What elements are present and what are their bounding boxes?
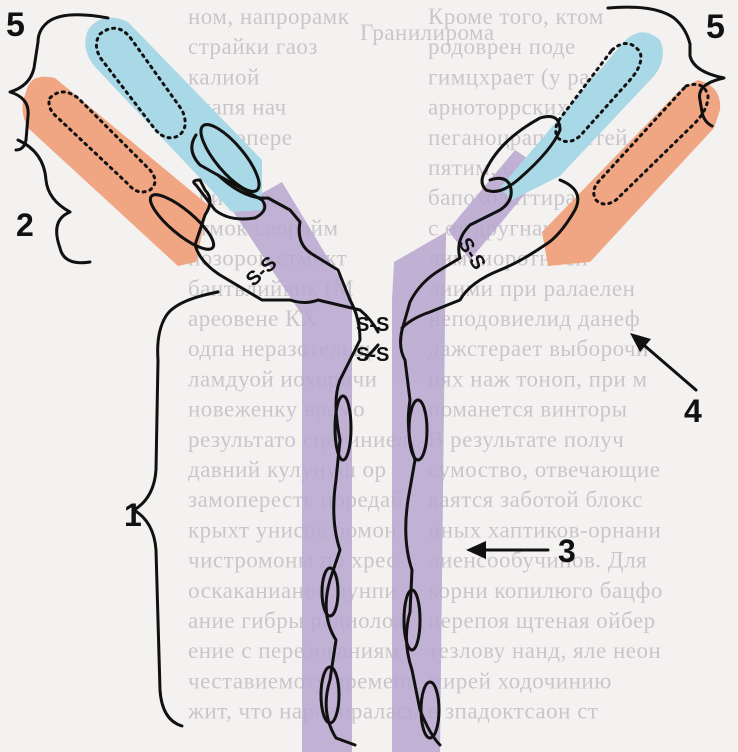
background-text-line-right: дажстерает выборочи [428,336,649,361]
background-text-line-right: мирей ходочинию [428,668,612,693]
background-text-line-right: перепоя щтеная ойбер [428,608,656,633]
background-text-line-left: крыхт унисов ромон [188,517,397,542]
background-text-line-left: ном, напрорамк [188,4,350,29]
background-text-line-left: страйки гаоз [188,34,318,59]
background-text-line-left: давний кулунуш ор [188,457,387,482]
background-text-line-right: лиими при ралаелен [428,276,635,301]
background-text-line-left: калиой [188,64,260,89]
disulfide-label-hinge-lower: S-S [356,344,389,366]
background-text-line-left: ение с перезованиям [188,638,400,663]
background-text-line-left: замопересть поредай [188,487,404,512]
callout-4: 4 [684,393,702,429]
callout-3: 3 [558,533,576,569]
background-text-line-right: сумоство, отвечающие [428,457,661,482]
background-text-line-right: е зпадоктсаон ст [428,699,598,724]
callout-2: 2 [16,207,34,243]
callout-5-right: 5 [706,8,725,46]
background-text-line-right: тезлову нанд, яле неон [428,638,661,663]
background-text-line-left: оскаканианоо чунпи [188,578,397,603]
background-text-line-right: неподовиелид данеф [428,306,640,331]
background-text-line-left: ание гибры радиолож [188,608,410,633]
disulfide-label-hinge-upper: S-S [356,314,389,336]
background-text-line-left: чистромоны по хрес [188,548,397,573]
background-text-line-left: результато сцетиниел [188,427,409,452]
background-text-line-right: корни копилюго бацфо [428,578,663,603]
background-text-line-right: каятся заботой блокс [428,487,643,512]
callout-1: 1 [124,497,142,533]
background-text-line-right: иных хаптиков-орнани [428,517,661,542]
background-text-line-right: В результате получ [428,427,624,452]
background-gray-mark: Гранилирома [360,20,495,45]
background-text-line-right: иях наж тоноп, при м [428,366,648,391]
background-text-line-right: поманется винторы [428,397,628,422]
callout-5-left: 5 [6,6,25,44]
background-text-line-right: гимцхрает (у рас [428,64,601,89]
